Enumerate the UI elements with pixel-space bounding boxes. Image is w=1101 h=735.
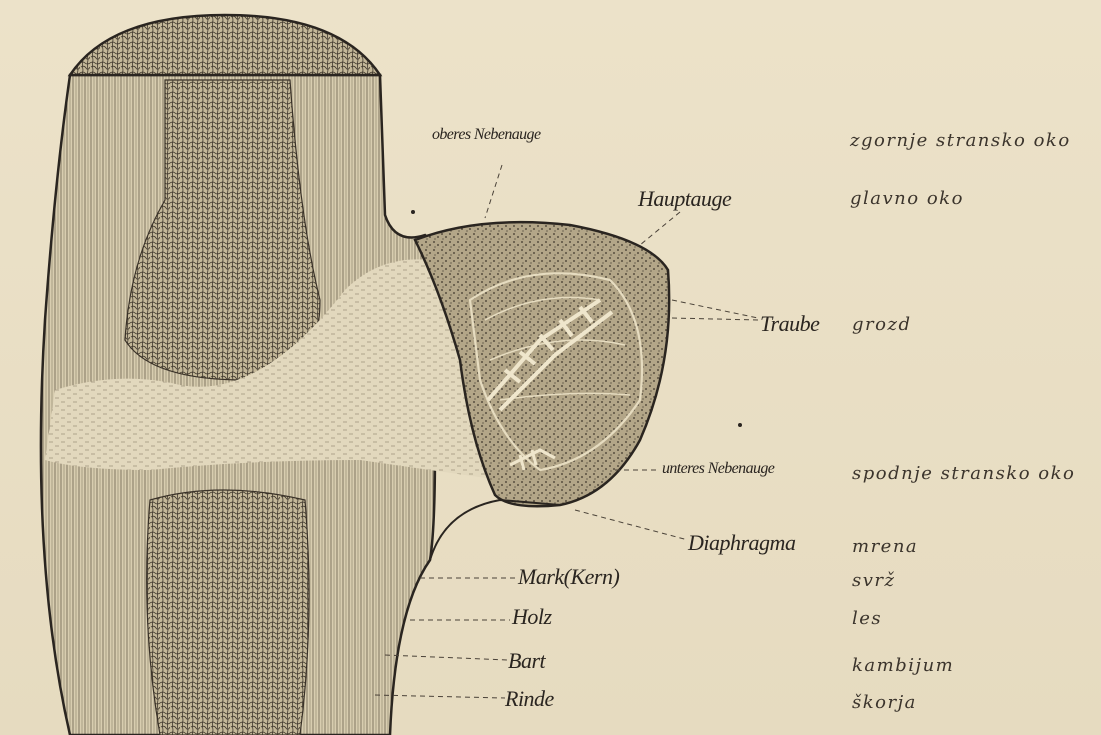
label-mrena: mrena: [852, 538, 918, 556]
label-zgornje-stransko-oko: zgornje stransko oko: [850, 132, 1071, 150]
label-diaphragma: Diaphragma: [688, 532, 795, 554]
label-kambijum: kambijum: [852, 657, 954, 675]
label-bart: Bart: [508, 650, 545, 672]
label-unteres-nebenauge: unteres Nebenauge: [662, 461, 774, 477]
bark-arc: [430, 500, 560, 560]
label-glavno-oko: glavno oko: [850, 190, 964, 208]
label-oberes-nebenauge: oberes Nebenauge: [432, 127, 540, 143]
label-svrz: svrž: [852, 572, 896, 590]
label-grozd: grozd: [852, 316, 911, 334]
label-les: les: [852, 610, 882, 628]
label-rinde: Rinde: [505, 688, 554, 710]
stem-top-cap: [70, 15, 380, 75]
label-holz: Holz: [512, 606, 552, 628]
label-mark-kern: Mark(Kern): [518, 566, 619, 588]
lower-pith-region: [147, 490, 309, 735]
label-hauptauge: Hauptauge: [638, 188, 731, 210]
label-traube: Traube: [760, 313, 819, 335]
label-spodnje-stransko-oko: spodnje stransko oko: [852, 465, 1075, 483]
label-skorja: škorja: [852, 694, 917, 712]
